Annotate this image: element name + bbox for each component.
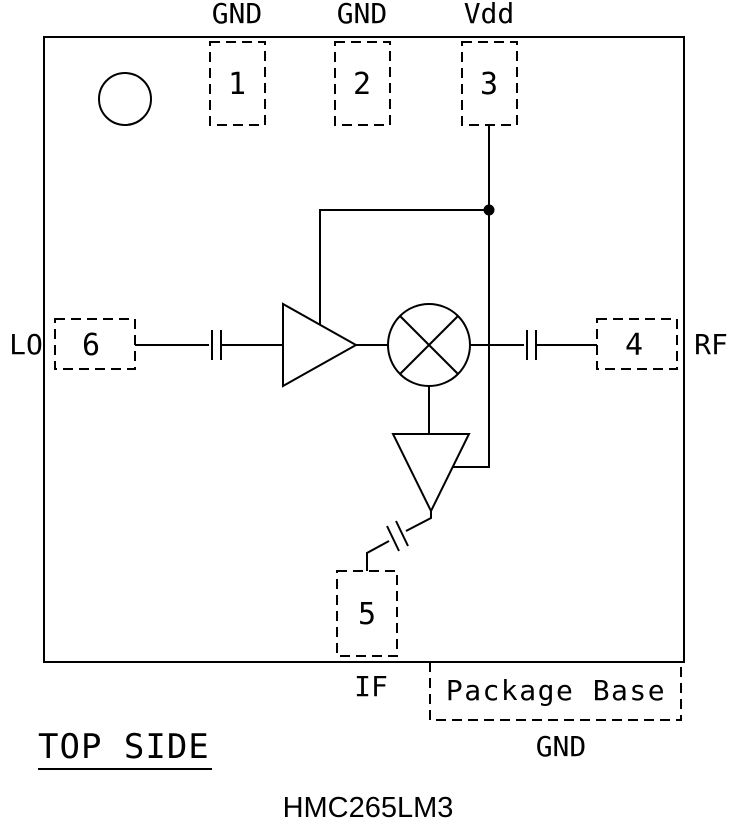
if-wire-to-pad (366, 540, 390, 571)
pad-pin1 (209, 41, 266, 126)
pin2-label: GND (337, 0, 388, 30)
pin1-marker-circle (98, 72, 152, 126)
if-amplifier-symbol (391, 433, 471, 514)
pin6-number: 6 (82, 328, 100, 363)
view-label: TOP SIDE (38, 727, 210, 767)
pad-pin4 (596, 318, 678, 370)
vdd-junction-dot (483, 204, 495, 216)
part-number: HMC265LM3 (283, 792, 454, 824)
pin3-label: Vdd (464, 0, 515, 30)
pin6-label: LO (9, 328, 43, 361)
pin2-number: 2 (353, 67, 371, 102)
pin5-label: IF (354, 670, 388, 703)
pin4-number: 4 (625, 328, 643, 363)
pin1-label: GND (212, 0, 263, 30)
package-outline (43, 36, 685, 663)
pin3-number: 3 (480, 67, 498, 102)
if-capacitor-plate-1 (395, 520, 409, 547)
mixer-x-stroke-2 (399, 315, 459, 375)
pin4-label: RF (694, 328, 728, 361)
if-wire-from-amp (405, 511, 432, 532)
package-base-outline (429, 661, 682, 721)
package-base-label: Package Base (446, 674, 666, 707)
if-capacitor-plate-2 (386, 525, 400, 552)
pin1-number: 1 (228, 67, 246, 102)
pad-pin5 (336, 570, 398, 657)
package-base-gnd-label: GND (536, 730, 587, 763)
vdd-main-wire (453, 125, 490, 468)
pad-pin2 (334, 41, 391, 126)
pin5-number: 5 (358, 597, 376, 632)
vdd-branch-to-amp (319, 209, 489, 325)
